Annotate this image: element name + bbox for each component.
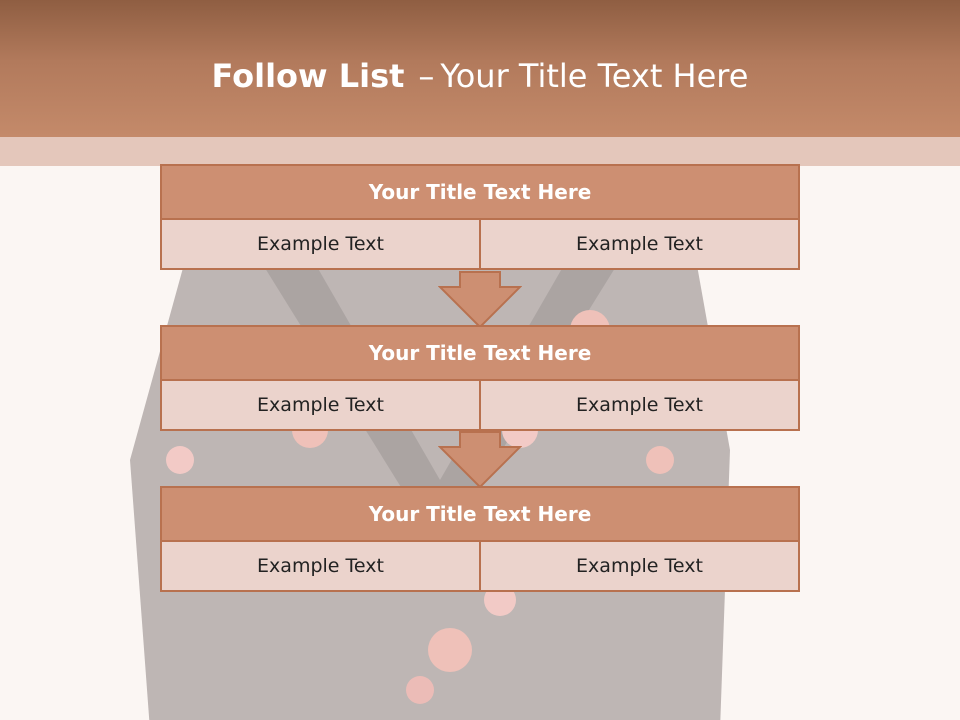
step-cell-right: Example Text <box>479 220 798 268</box>
step-row: Example Text Example Text <box>160 542 800 592</box>
step-title: Your Title Text Here <box>160 325 800 381</box>
step-row: Example Text Example Text <box>160 220 800 270</box>
step-block-3: Your Title Text Here Example Text Exampl… <box>160 486 800 592</box>
down-arrow-icon <box>438 271 522 329</box>
step-block-2: Your Title Text Here Example Text Exampl… <box>160 325 800 431</box>
step-block-1: Your Title Text Here Example Text Exampl… <box>160 164 800 270</box>
step-cell-left: Example Text <box>257 394 384 416</box>
title-bold: Follow List <box>211 57 405 95</box>
step-title: Your Title Text Here <box>160 486 800 542</box>
header-strip <box>0 137 960 166</box>
step-row: Example Text Example Text <box>160 381 800 431</box>
step-cell-right: Example Text <box>479 381 798 429</box>
header-bar <box>0 0 960 137</box>
step-cell-right: Example Text <box>479 542 798 590</box>
step-cell-left: Example Text <box>257 233 384 255</box>
title-rest: Your Title Text Here <box>440 57 749 95</box>
title-separator: – <box>418 57 435 95</box>
slide-title: Follow List–Your Title Text Here <box>0 52 960 100</box>
down-arrow-icon <box>438 431 522 489</box>
step-cell-left: Example Text <box>257 555 384 577</box>
step-title: Your Title Text Here <box>160 164 800 220</box>
